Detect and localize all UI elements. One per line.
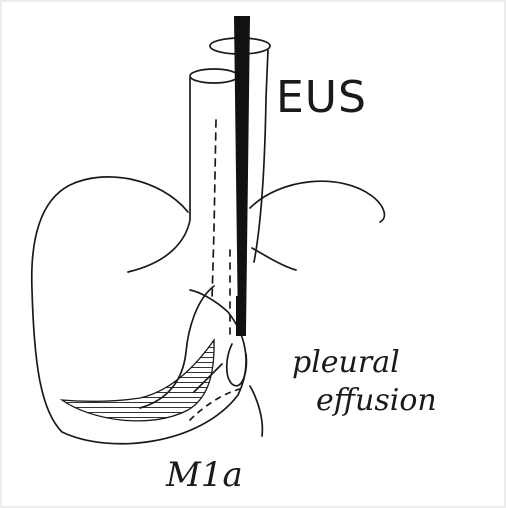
eus-label: EUS xyxy=(276,72,367,123)
endoscope-tip xyxy=(236,296,246,336)
pleural-effusion-label-line2: effusion xyxy=(316,383,437,418)
m1a-label: M1a xyxy=(165,455,243,495)
pleural-effusion-label-line1: pleural xyxy=(292,345,400,380)
